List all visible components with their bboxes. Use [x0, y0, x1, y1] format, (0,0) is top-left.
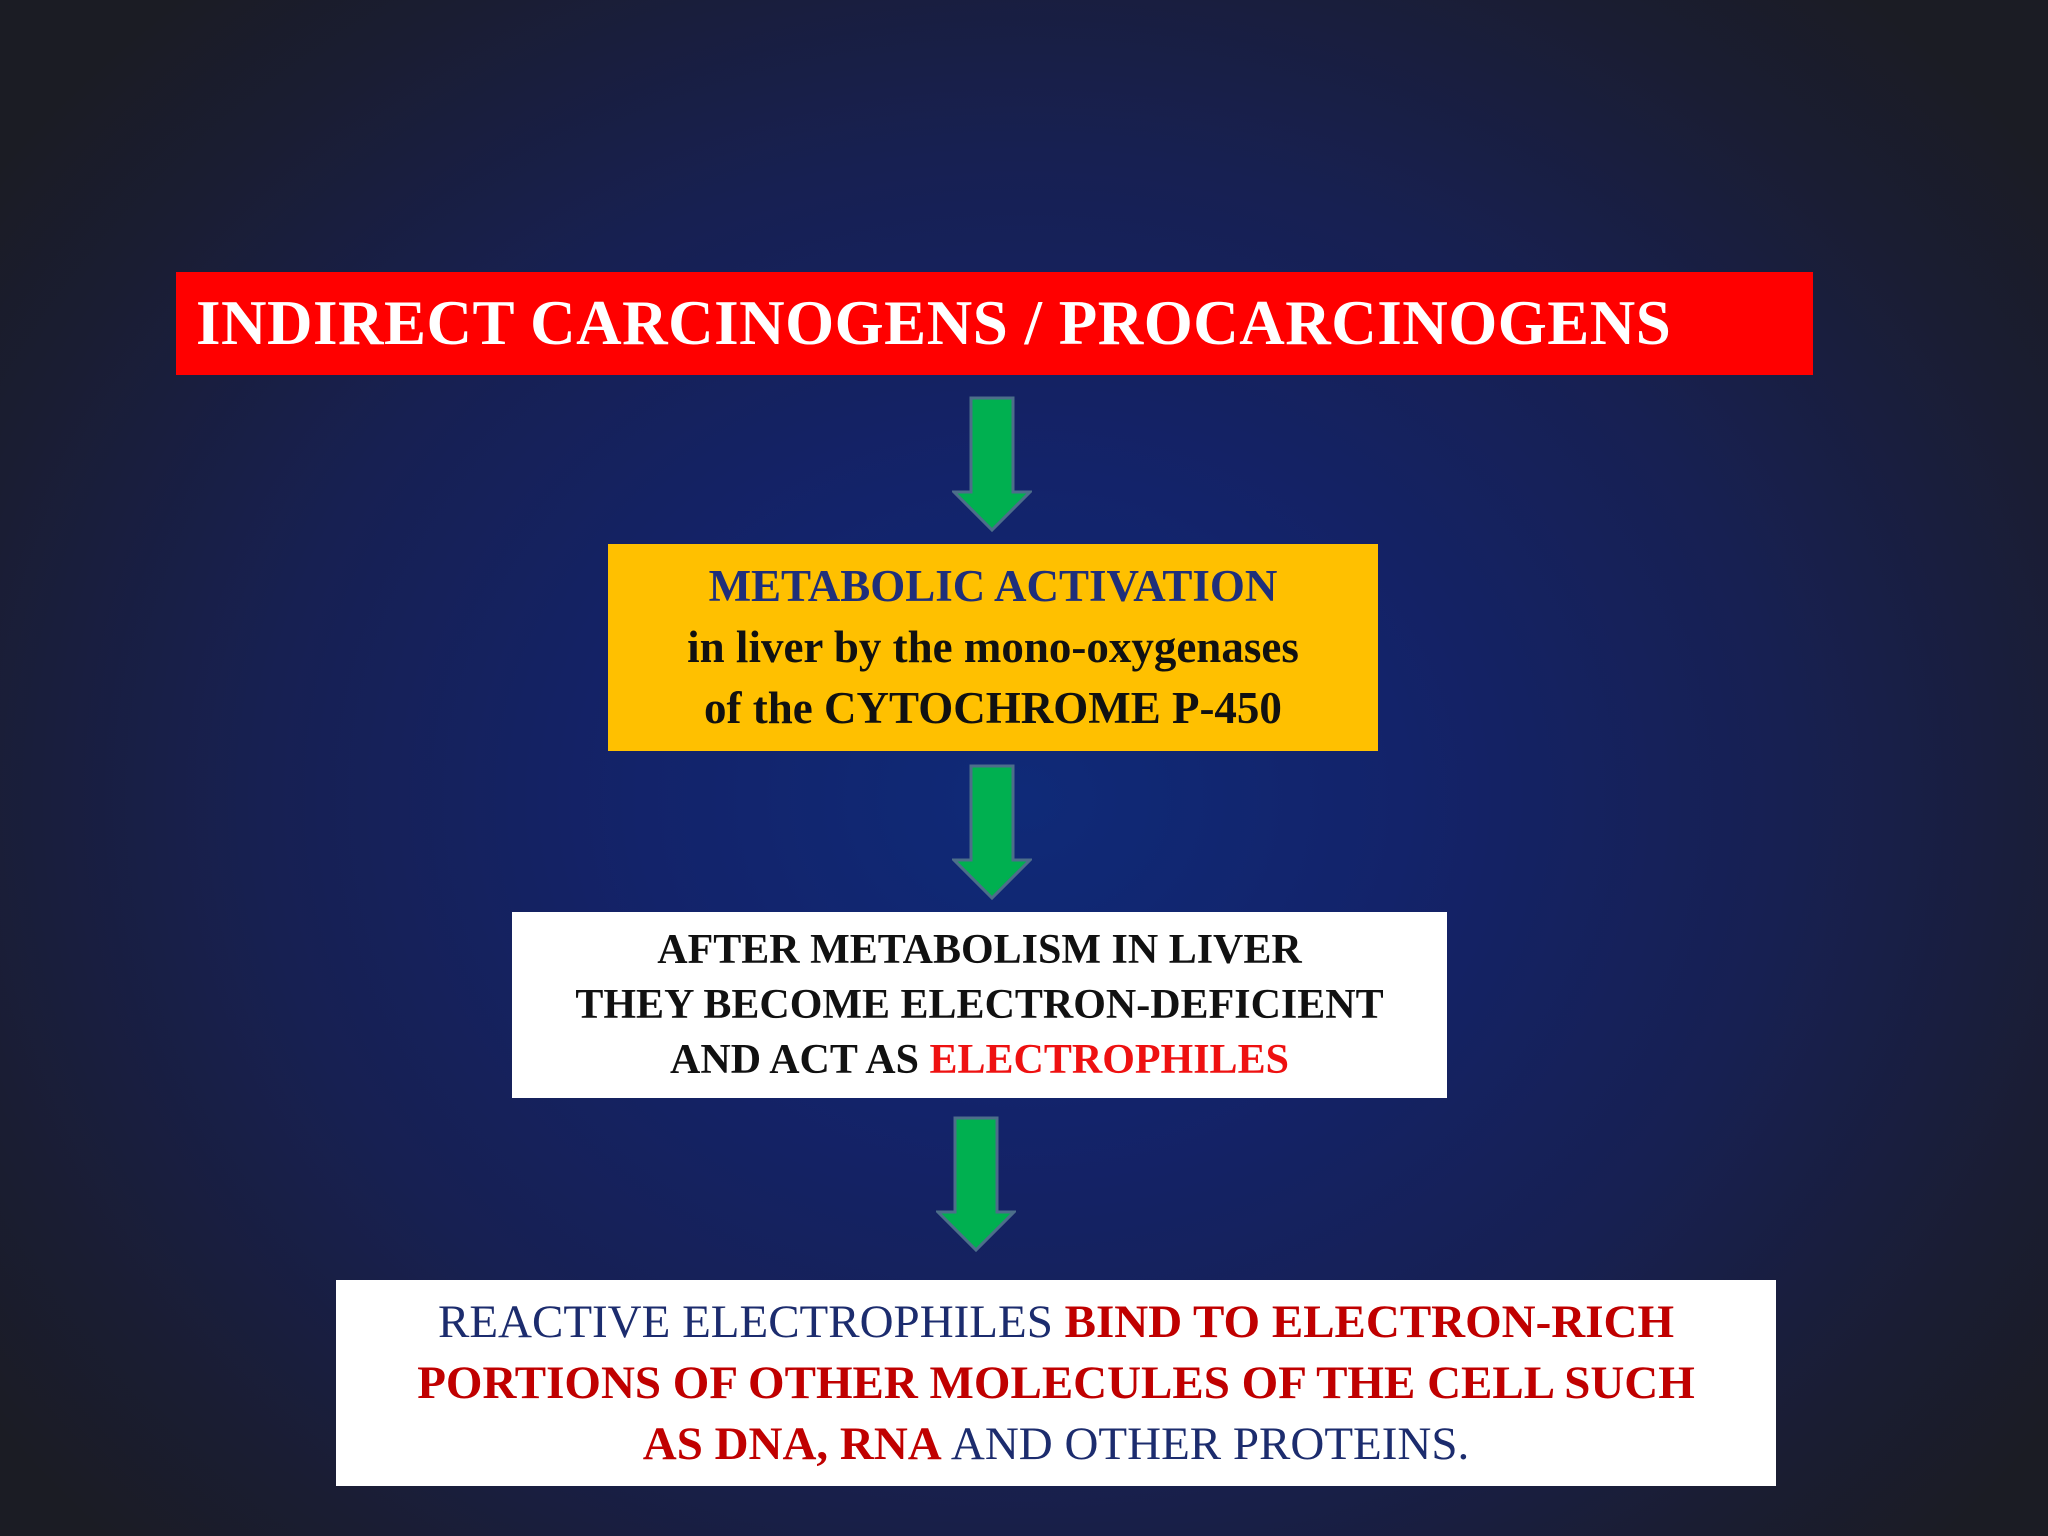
step3-line3-normal: AND OTHER PROTEINS. [941, 1417, 1470, 1470]
step3-line3-bold: AS DNA, RNA [642, 1417, 942, 1470]
metabolic-activation-box: METABOLIC ACTIVATION in liver by the mon… [608, 544, 1378, 751]
down-arrow-icon [952, 396, 1032, 532]
step2-line3-prefix: AND ACT AS [670, 1036, 930, 1083]
down-arrow-icon [936, 1116, 1016, 1252]
step3-line1: REACTIVE ELECTROPHILES BIND TO ELECTRON-… [438, 1292, 1674, 1353]
step2-line2: THEY BECOME ELECTRON-DEFICIENT [575, 981, 1384, 1028]
step3-line1-bold: BIND TO ELECTRON-RICH [1064, 1295, 1675, 1348]
step3-line2: PORTIONS OF OTHER MOLECULES OF THE CELL … [417, 1356, 1695, 1409]
slide-title: INDIRECT CARCINOGENS / PROCARCINOGENS [196, 288, 1672, 358]
binding-outcome-box: REACTIVE ELECTROPHILES BIND TO ELECTRON-… [336, 1280, 1776, 1486]
title-box: INDIRECT CARCINOGENS / PROCARCINOGENS [176, 272, 1813, 375]
step1-heading: METABOLIC ACTIVATION [708, 561, 1278, 611]
step3-line1-normal: REACTIVE ELECTROPHILES [437, 1295, 1065, 1348]
step1-line3: of the CYTOCHROME P-450 [704, 683, 1282, 733]
step2-line1: AFTER METABOLISM IN LIVER [657, 926, 1302, 973]
step2-line3: AND ACT AS ELECTROPHILES [670, 1033, 1289, 1088]
electrophiles-highlight: ELECTROPHILES [929, 1036, 1289, 1083]
step3-line3: AS DNA, RNA AND OTHER PROTEINS. [643, 1414, 1469, 1475]
step1-line2: in liver by the mono-oxygenases [687, 622, 1299, 672]
electrophile-formation-box: AFTER METABOLISM IN LIVER THEY BECOME EL… [512, 912, 1447, 1098]
down-arrow-icon [952, 764, 1032, 900]
